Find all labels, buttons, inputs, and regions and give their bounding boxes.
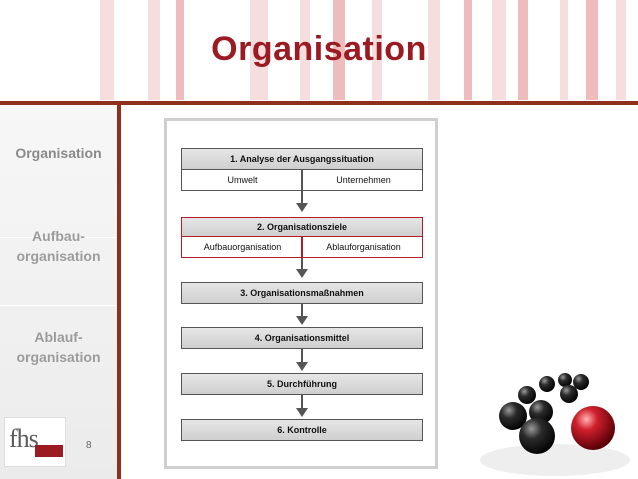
step-1-right-label: Unternehmen [336,175,391,185]
step-6-label: 6. Kontrolle [277,425,327,435]
sidebar-item-organisation[interactable]: Organisation [0,143,117,163]
sidebar-item-label: organisation [16,248,101,264]
logo-text: fhs [9,424,39,453]
step-1-box: 1. Analyse der Ausgangssituation [181,148,423,170]
sidebar [0,105,117,479]
arrow-shaft [301,395,303,409]
sidebar-separator [0,305,117,306]
step-2-right-label: Ablauforganisation [326,242,401,252]
arrow-down-icon [296,316,308,325]
step-6-box: 6. Kontrolle [181,419,423,441]
arrow-shaft [301,304,303,317]
sidebar-item-label: Aufbau- [32,228,85,244]
step-2-split-line [301,236,303,258]
sidebar-item-ablauforganisation[interactable]: Ablauf- organisation [0,327,117,367]
step-5-label: 5. Durchführung [267,379,337,389]
arrow-down-icon [296,362,308,371]
header-divider [0,101,638,105]
logo-accent [35,445,63,457]
sidebar-separator [0,237,117,238]
sidebar-item-label: Ablauf- [34,329,83,345]
page-number: 8 [86,440,92,451]
step-2-label: 2. Organisationsziele [256,222,348,232]
step-1-label: 1. Analyse der Ausgangssituation [230,154,374,164]
arrow-down-icon [296,269,308,278]
page-title: Organisation [211,30,427,68]
step-1-split-line [301,169,303,191]
step-5-box: 5. Durchführung [181,373,423,395]
arrow-shaft [301,191,303,205]
decorative-balls-image [480,373,630,476]
arrow-shaft [301,349,303,363]
step-4-box: 4. Organisationsmittel [181,327,423,349]
header-stripes [0,0,638,100]
step-4-label: 4. Organisationsmittel [254,333,350,343]
sidebar-item-label: organisation [16,349,101,365]
step-1-left-label: Umwelt [227,175,258,185]
step-2-left-label: Aufbauorganisation [203,242,282,252]
arrow-shaft [301,258,303,270]
fhs-logo: fhs [4,417,66,467]
sidebar-item-aufbauorganisation[interactable]: Aufbau- organisation [0,226,117,266]
step-3-box: 3. Organisationsmaßnahmen [181,282,423,304]
arrow-down-icon [296,203,308,212]
step-2-box: 2. Organisationsziele [181,217,423,237]
arrow-down-icon [296,408,308,417]
step-3-label: 3. Organisationsmaßnahmen [240,288,364,298]
process-diagram: 1. Analyse der Ausgangssituation Umwelt … [164,118,438,469]
sidebar-border [117,105,121,479]
sidebar-item-label: Organisation [15,145,102,161]
